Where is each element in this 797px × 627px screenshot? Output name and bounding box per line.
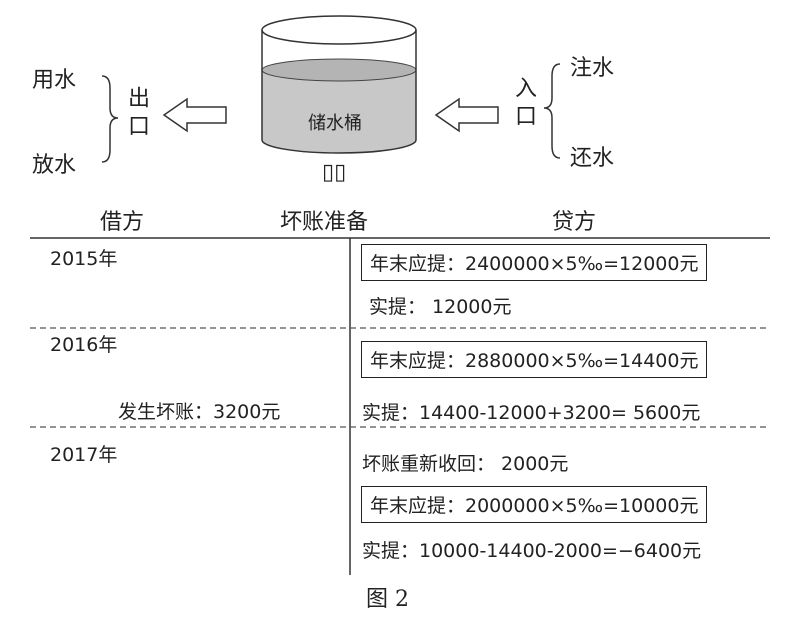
- credit-entry: 坏账重新收回： 2000元: [362, 453, 569, 475]
- release-water-label: 放水: [32, 153, 77, 178]
- water-surface: [261, 58, 417, 82]
- right-brace: [543, 63, 561, 159]
- credit-box: 年末应提：2400000×5‰=12000元: [361, 244, 708, 281]
- bucket-label: 储水桶: [308, 113, 362, 134]
- credit-entry: 实提： 12000元: [369, 296, 512, 318]
- water-bucket: [261, 15, 417, 154]
- year-label: 2017年: [50, 444, 118, 466]
- year-label: 2015年: [50, 248, 118, 270]
- return-water-label: 还水: [570, 146, 615, 171]
- year-label: 2016年: [50, 334, 118, 356]
- inject-water-label: 注水: [570, 56, 615, 81]
- credit-entry: 实提：14400-12000+3200= 5600元: [362, 402, 701, 424]
- outlet-label: 出口: [124, 86, 149, 142]
- use-water-label: 用水: [32, 68, 77, 93]
- credit-header: 贷方: [552, 210, 597, 235]
- water-body: [262, 70, 416, 153]
- ledger-title: 坏账准备: [280, 210, 369, 235]
- debit-entry: 发生坏账：3200元: [118, 401, 281, 423]
- debit-header: 借方: [100, 210, 145, 235]
- outflow-arrow: [162, 97, 227, 133]
- figure-caption: 图 2: [366, 587, 409, 612]
- inflow-arrow: [434, 97, 499, 133]
- left-brace: [101, 75, 119, 163]
- credit-box: 年末应提：2000000×5‰=10000元: [361, 486, 708, 523]
- credit-entry: 实提：10000-14400-2000=−6400元: [362, 540, 702, 562]
- sub-glyph: ▯▯: [322, 160, 347, 185]
- credit-box: 年末应提：2880000×5‰=14400元: [361, 341, 708, 378]
- bucket-rim: [261, 15, 417, 45]
- inlet-label: 入口: [511, 76, 536, 132]
